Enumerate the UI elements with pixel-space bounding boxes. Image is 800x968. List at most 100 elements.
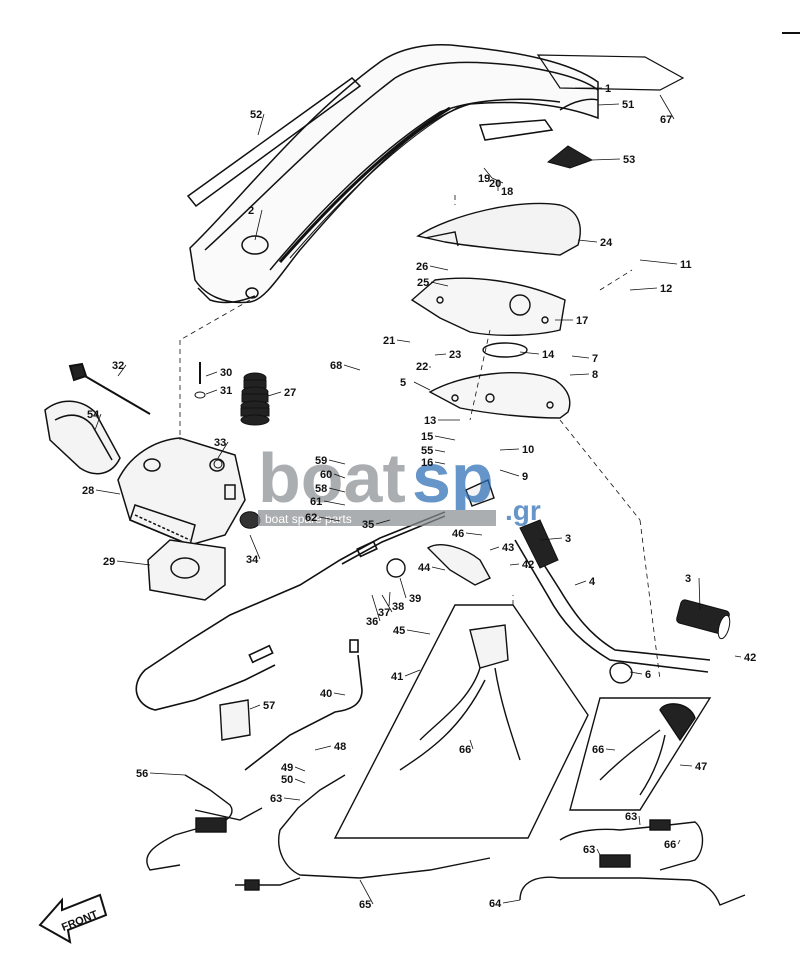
callout-leader [343,364,361,371]
callout-leader [596,848,601,856]
callout-leader [294,766,306,772]
callout-label-36: 36 [366,616,378,628]
callout-leader [359,879,374,905]
callout-label-64: 64 [489,898,502,910]
callout-leader [577,239,598,243]
callout-label-19: 19 [478,173,490,185]
callout-leader [483,167,493,179]
callout-leader [375,519,391,525]
callout-label-67: 67 [660,114,672,126]
harness-64 [519,819,746,906]
callout-label-66: 66 [592,744,604,756]
callout-leader [430,281,449,287]
callout-label-32: 32 [112,360,124,372]
choke-cable [244,639,363,771]
callout-leader [388,591,391,607]
svg-text:.gr: .gr [505,495,541,526]
callout-label-28: 28 [82,485,94,497]
callout-leader [314,745,332,751]
callout-leader [597,103,620,106]
callout-leader [489,546,500,551]
callout-label-41: 41 [391,671,403,683]
callout-layer: 1233456789101112131415161718192021222324… [82,83,756,911]
callout-label-18: 18 [501,186,513,198]
callout-leader [205,371,218,377]
switch-harness-box [333,604,589,839]
clamp-6 [609,662,633,684]
callout-label-34: 34 [246,554,259,566]
callout-leader [629,671,643,675]
nut-33 [213,459,223,469]
callout-leader [431,566,446,571]
callout-label-31: 31 [220,385,232,397]
callout-leader [509,563,520,566]
cover-57 [219,699,251,741]
left-grip [676,599,731,640]
callout-leader [499,448,520,451]
handlebar [514,534,711,673]
callout-label-44: 44 [418,562,431,574]
callout-label-30: 30 [220,367,232,379]
callout-leader [574,580,587,586]
callout-label-27: 27 [284,387,296,399]
callout-label-49: 49 [281,762,293,774]
right-grip [519,519,559,569]
callout-label-63: 63 [625,811,637,823]
callout-label-51: 51 [622,99,634,111]
knee-pad [44,400,121,475]
callout-leader [569,373,590,376]
callout-leader [267,391,282,397]
callout-label-15: 15 [421,431,433,443]
callout-leader [434,353,447,356]
callout-label-52: 52 [250,109,262,121]
callout-leader [371,594,381,622]
callout-label-43: 43 [502,542,514,554]
callout-leader [406,629,431,635]
callout-leader [254,209,263,241]
callout-label-35: 35 [362,519,374,531]
callout-leader [469,739,474,750]
callout-leader [333,692,346,696]
callout-label-3: 3 [565,533,571,545]
callout-leader [205,389,218,395]
callout-leader [249,704,261,710]
callout-leader [95,489,121,495]
callout-label-5: 5 [400,377,406,389]
callout-leader [465,532,483,536]
callout-label-29: 29 [103,556,115,568]
callout-leader [434,435,456,441]
callout-leader [328,459,346,465]
callout-leader [434,461,446,465]
callout-leader [249,534,261,560]
callout-leader [679,764,693,767]
mount-base [147,539,226,601]
callout-leader [539,537,563,541]
callout-label-54: 54 [87,409,100,421]
callout-leader [677,839,681,845]
callout-leader [116,560,151,566]
callout-leader [638,815,641,826]
callout-leader [591,158,621,161]
pivot-bracket [117,437,246,547]
callout-label-42: 42 [522,559,534,571]
callout-leader [333,473,346,479]
callout-leader [257,113,265,136]
callout-leader [323,500,346,506]
callout-label-9: 9 [522,471,528,483]
callout-label-42: 42 [744,652,756,664]
callout-leader [629,287,658,291]
callout-label-24: 24 [600,237,613,249]
callout-label-50: 50 [281,774,293,786]
callout-label-14: 14 [542,349,555,361]
callout-leader [117,364,127,377]
callout-label-62: 62 [305,512,317,524]
svg-text:boat: boat [258,439,406,517]
callout-leader [499,469,520,477]
callout-label-59: 59 [315,455,327,467]
callout-label-46: 46 [452,528,464,540]
callout-label-3: 3 [685,573,691,585]
callout-label-57: 57 [263,700,275,712]
callout-label-8: 8 [592,369,598,381]
callout-label-53: 53 [623,154,635,166]
callout-leader [491,177,504,184]
